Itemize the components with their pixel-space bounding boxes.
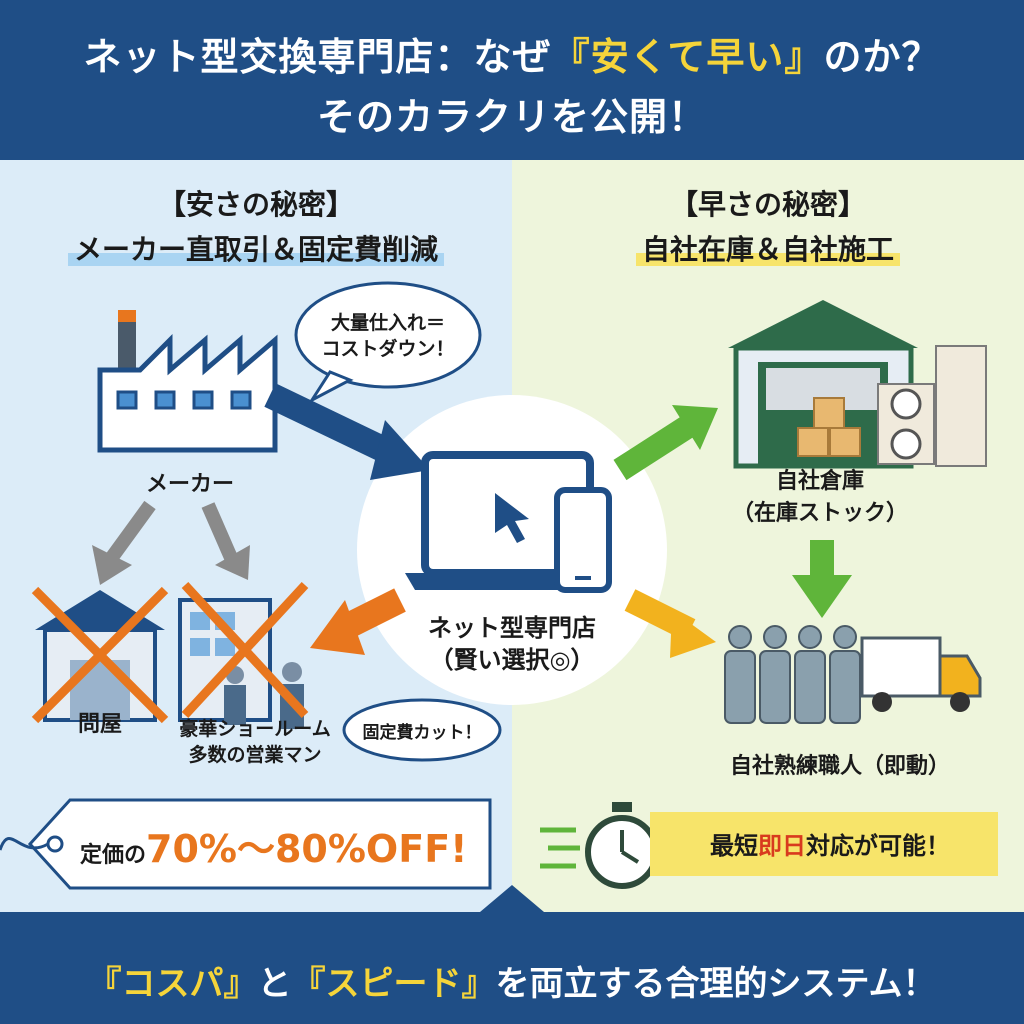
arrow-store-to-warehouse — [613, 405, 718, 481]
price-tag-shape — [0, 798, 492, 890]
showroom-label: 豪華ショールーム 多数の営業マン — [179, 718, 331, 766]
center-label: ネット型専門店 （賢い選択◎） — [428, 614, 596, 674]
arrow-warehouse-to-workers — [792, 540, 852, 618]
warehouse-label: 自社倉庫 （在庫ストック） — [731, 469, 908, 526]
phone-icon — [554, 487, 612, 593]
cut-bubble-text: 固定費カット！ — [362, 723, 482, 743]
right-title-1: 【早さの秘密】 — [669, 188, 866, 221]
warehouse-icon — [728, 300, 918, 469]
left-title-1: 【安さの秘密】 — [157, 188, 354, 221]
workers-icon — [724, 625, 861, 724]
arrow-maker-to-showroom — [201, 502, 250, 580]
arrow-cut-cost — [310, 588, 406, 655]
speed-box — [650, 812, 998, 876]
maker-label: メーカー — [145, 472, 234, 497]
price-off-text: 定価の70%〜80%OFF! — [80, 827, 468, 871]
arrow-factory-to-store — [264, 383, 430, 480]
header-line-2: そのカラクリを公開！ — [316, 95, 707, 139]
header-highlight: 『安くて早い』 — [551, 35, 824, 79]
speech-bubble-bulk — [294, 281, 482, 404]
left-title-2: メーカー直取引＆固定費削減 — [0, 228, 512, 268]
diagram-illustration — [0, 281, 998, 912]
footer-banner: 『コスパ』と『スピード』を両立する合理的システム！ — [0, 912, 1024, 1024]
wholesaler-house-icon — [31, 586, 169, 724]
bubble-bulk-text: 大量仕入れ＝ コストダウン！ — [321, 312, 455, 360]
factory-icon — [97, 310, 278, 453]
truck-icon — [860, 636, 982, 712]
speech-bubble-fixed-cost — [342, 698, 502, 762]
arrow-store-to-workers — [624, 589, 716, 658]
water-heater-icon — [877, 345, 987, 467]
speed-text: 最短即日対応が可能！ — [710, 832, 950, 860]
arrow-maker-to-wholesaler — [92, 500, 156, 585]
footer-notch — [480, 885, 544, 912]
wholesaler-label: 問屋 — [77, 712, 122, 737]
header-line-1: ネット型交換専門店：なぜ『安くて早い』のか？ — [83, 35, 941, 79]
workers-label: 自社熟練職人（即動） — [729, 754, 950, 779]
price-off-highlight: 70%〜80%OFF! — [146, 827, 468, 871]
header-banner: ネット型交換専門店：なぜ『安くて早い』のか？ そのカラクリを公開！ — [0, 0, 1024, 160]
speed-highlight: 即日 — [758, 832, 806, 860]
stopwatch-icon — [540, 802, 659, 889]
showroom-icon — [178, 581, 309, 729]
laptop-icon — [405, 451, 610, 590]
footer-text: 『コスパ』と『スピード』を両立する合理的システム！ — [87, 964, 937, 1004]
right-title-2: 自社在庫＆自社施工 — [512, 228, 1024, 268]
